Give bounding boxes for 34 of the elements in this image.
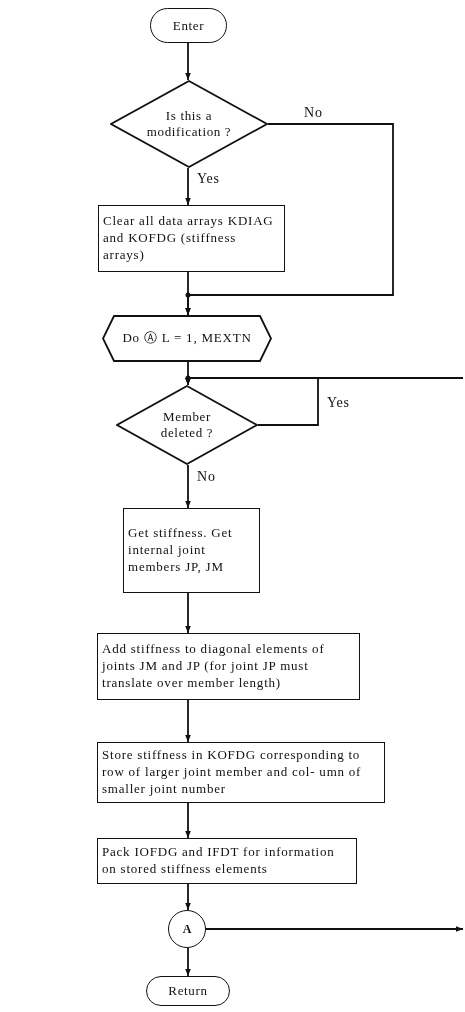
loop-hexagon — [102, 315, 272, 362]
node-text: Store stiffness in KOFDG corresponding to row of larger joint member and col- umn of smaller joint number — [102, 747, 363, 798]
arrow — [185, 883, 191, 911]
arrow — [185, 42, 191, 81]
decision-diamond — [110, 80, 268, 168]
node-text: Return — [168, 982, 208, 1001]
edge-label: Yes — [326, 396, 351, 410]
edge-label: No — [196, 470, 217, 484]
node-text: Member deleted ? — [159, 408, 215, 442]
arrow — [185, 592, 191, 634]
process-box — [123, 508, 260, 593]
arrow — [185, 464, 191, 509]
node-text: Do Ⓐ L = 1, MEXTN — [122, 330, 252, 347]
node-text: Enter — [172, 16, 205, 35]
process-box — [97, 838, 357, 884]
arrow — [185, 802, 191, 839]
arrow — [185, 167, 191, 206]
arrow — [185, 699, 191, 743]
arrow — [185, 947, 191, 977]
edge-label: No — [303, 106, 324, 120]
node-text: Is this a modification ? — [145, 107, 233, 141]
process-box — [97, 633, 360, 700]
arrow — [205, 926, 464, 932]
node-text: Clear all data arrays KDIAG and KOFDG (stiffness arrays) — [103, 213, 275, 264]
process-box — [98, 205, 285, 272]
process-box — [97, 742, 385, 803]
node-text: A — [182, 921, 192, 938]
arrow — [185, 377, 464, 386]
node-text: Get stiffness. Get internal joint members JP, JM — [128, 525, 234, 576]
decision-diamond — [116, 385, 258, 465]
edge-label: Yes — [196, 172, 221, 186]
node-text: Add stiffness to diagonal elements of joints JM and JP (for joint JP must translate over member length) — [102, 641, 326, 692]
arrow — [185, 271, 191, 316]
node-text: Pack IOFDG and IFDT for information on stored stiffness elements — [102, 844, 336, 878]
